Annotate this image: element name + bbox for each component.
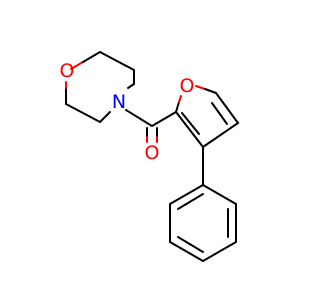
morpholine-ring [65,51,135,123]
morpholine-nitrogen-label: N [112,91,126,113]
carbonyl-group [146,127,158,143]
bond [70,61,84,70]
bond [181,112,200,135]
bond [211,102,228,125]
bond [177,193,204,210]
bond [127,83,135,89]
bond [82,51,101,63]
background [0,0,300,300]
bond [125,109,153,127]
bond [202,241,237,262]
bond [175,111,204,148]
bond [202,184,237,205]
furan-oxygen-label: O [180,75,195,97]
bond [215,92,239,124]
bond [204,88,217,94]
phenyl-ring [169,184,237,262]
morpholine-oxygen-label: O [60,60,75,82]
bond [175,101,180,113]
bond [202,122,239,148]
bond [169,241,204,262]
bond [65,103,101,123]
bond [99,51,135,71]
bond [169,184,204,205]
carbonyl-oxygen-label: O [145,142,160,164]
bond [151,111,177,127]
molecule-structure: O N O O [0,0,300,300]
bond [178,95,182,103]
bond [195,85,206,90]
bond [177,236,204,253]
bond [99,111,111,123]
furan-ring [175,85,239,148]
